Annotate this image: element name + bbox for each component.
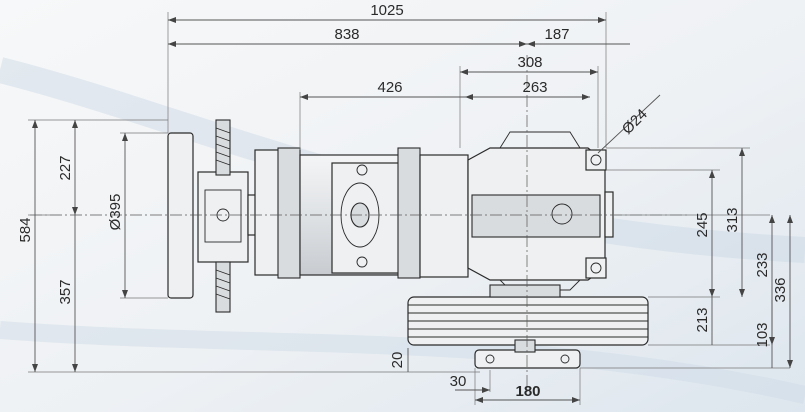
motor-right-flange — [397, 147, 421, 279]
bolt-hole-top — [590, 154, 602, 166]
bolt-hole-bottom — [590, 262, 602, 274]
dim-total-height: 584 — [17, 217, 34, 242]
dim-motor-length: 426 — [377, 79, 402, 96]
dim-gearbox-inner: 263 — [522, 79, 547, 96]
dim-flange-diameter: Ø395 — [107, 194, 124, 231]
dim-overall-length: 1025 — [370, 2, 403, 19]
dim-gearbox-height-b: 313 — [724, 207, 741, 232]
base-post — [514, 339, 536, 353]
dim-gearbox-height-a: 245 — [694, 212, 711, 237]
dimension-lines — [28, 12, 793, 405]
upper-spring — [215, 119, 231, 176]
pulley-grooves — [408, 304, 648, 338]
lower-spring — [215, 261, 231, 313]
dim-foot-gap: 30 — [450, 373, 467, 390]
dim-upper-height: 227 — [57, 155, 74, 180]
output-shaft-end — [551, 203, 573, 225]
brake-housing — [197, 171, 249, 263]
bolt-lug-top — [585, 149, 607, 171]
shaft-cap — [604, 191, 614, 238]
terminal-screw-top — [356, 164, 368, 176]
dim-shaft-to-base-a: 233 — [754, 252, 771, 277]
dim-length-to-pulley: 838 — [334, 26, 359, 43]
dim-shaft-to-base-b: 336 — [772, 277, 789, 302]
background-swoosh-lower — [0, 321, 805, 404]
flange-disc — [167, 132, 194, 299]
base-foot — [474, 349, 581, 369]
adapter-housing — [419, 154, 469, 278]
gearbox-top-ribs — [499, 131, 581, 149]
brake-inner — [204, 189, 242, 243]
dim-pulley-to-end: 187 — [544, 26, 569, 43]
upper-spring-coils — [215, 127, 231, 166]
dim-foot-width: 180 — [515, 383, 540, 400]
foot-hole-right — [560, 354, 570, 364]
dim-pulley-height: 213 — [694, 307, 711, 332]
pulley-hub — [489, 284, 561, 298]
terminal-screw-bottom — [356, 256, 368, 268]
motor-left-flange — [277, 147, 301, 279]
dim-lower-height: 357 — [57, 279, 74, 304]
dim-base-thickness: 20 — [389, 352, 406, 369]
dim-base-offset: 103 — [754, 322, 771, 347]
gearmotor-drawing — [167, 119, 649, 369]
dim-gearbox-width: 308 — [517, 54, 542, 71]
motor-end-cap — [254, 149, 281, 276]
output-shaft-housing — [471, 194, 601, 238]
foot-hole-left — [485, 354, 495, 364]
bolt-lug-bottom — [585, 257, 607, 279]
lower-spring-coils — [215, 269, 231, 300]
